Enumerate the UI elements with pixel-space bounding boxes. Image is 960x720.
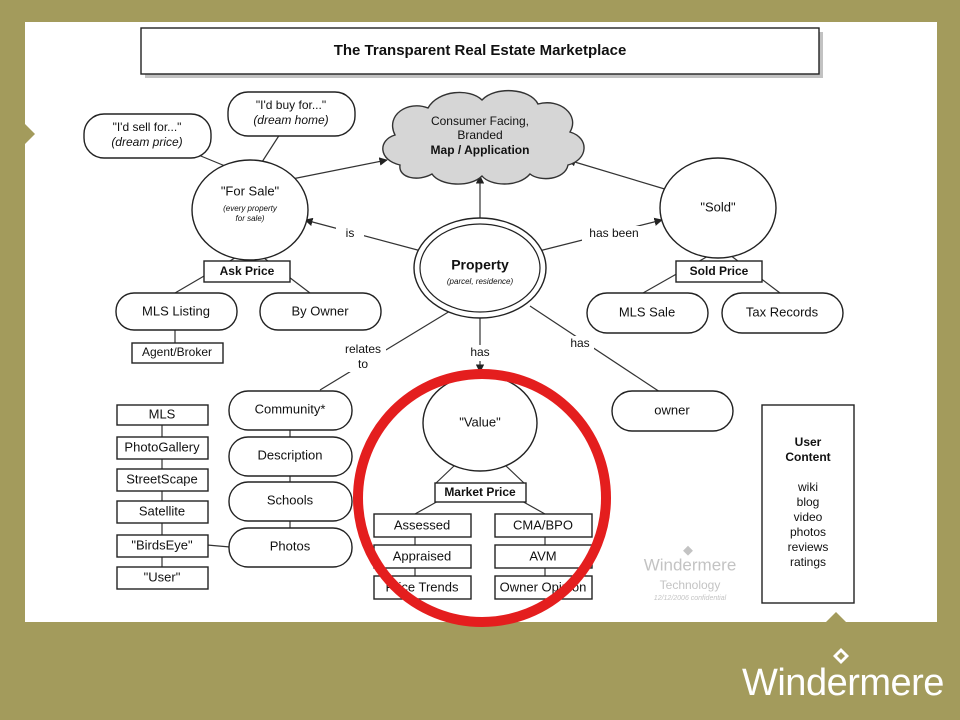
mls-listing-node: MLS Listing xyxy=(115,292,238,331)
buy-bubble: "I'd buy for..." (dream home) xyxy=(227,91,356,137)
photo-source-item: "User" xyxy=(144,569,181,584)
edge-labels: is has been relates to has has xyxy=(336,225,646,372)
edge-label-has-owner: has xyxy=(570,336,589,350)
diamond-logo-icon xyxy=(833,648,849,664)
agent-broker-node: Agent/Broker xyxy=(131,342,224,364)
market-price-label: Market Price xyxy=(444,485,516,499)
user-content-item: reviews xyxy=(788,540,829,554)
owner-label: owner xyxy=(654,402,690,417)
footer-notch xyxy=(826,612,846,622)
value-node: "Value" Market Price xyxy=(422,374,538,503)
watermark-diamond-icon xyxy=(683,545,693,556)
mls-sale-label: MLS Sale xyxy=(619,304,675,319)
community-item: Photos xyxy=(270,538,311,553)
photo-sources: MLS PhotoGallery StreetScape Satellite "… xyxy=(116,404,209,590)
community-item: Community* xyxy=(255,401,326,416)
footer-brand: Windermere xyxy=(742,648,944,708)
valuation-right: CMA/BPO AVM Owner Opinion xyxy=(494,513,593,600)
slide-notch xyxy=(25,124,35,144)
by-owner-node: By Owner xyxy=(259,292,382,331)
title-box: The Transparent Real Estate Marketplace xyxy=(140,27,823,78)
photo-source-item: MLS xyxy=(149,406,176,421)
cloud-node: Consumer Facing, Branded Map / Applicati… xyxy=(382,89,585,185)
watermark-note: 12/12/2006 confidential xyxy=(654,595,727,602)
cloud-line-3: Map / Application xyxy=(431,143,530,157)
sell-bubble: "I'd sell for..." (dream price) xyxy=(83,113,212,159)
footer-brand-name: Windermere xyxy=(742,662,944,704)
for-sale-label: "For Sale" xyxy=(221,183,280,198)
sell-bubble-line-1: "I'd sell for..." xyxy=(113,120,182,134)
highlight-ring xyxy=(353,369,611,627)
valuation-item: CMA/BPO xyxy=(513,517,573,532)
user-content-item: wiki xyxy=(797,480,818,494)
sold-label: "Sold" xyxy=(700,199,736,214)
property-sub: (parcel, residence) xyxy=(447,277,514,286)
buy-bubble-line-2: (dream home) xyxy=(253,113,328,127)
property-node: Property (parcel, residence) xyxy=(413,217,547,319)
agent-broker-label: Agent/Broker xyxy=(142,345,212,359)
edge-label-to: to xyxy=(358,357,368,371)
edge-label-has-value: has xyxy=(470,345,489,359)
buy-bubble-line-1: "I'd buy for..." xyxy=(256,98,326,112)
community-item: Schools xyxy=(267,492,314,507)
owner-node: owner xyxy=(611,390,734,432)
sold-node: "Sold" Sold Price xyxy=(659,157,777,283)
tax-records-label: Tax Records xyxy=(746,304,819,319)
edge-label-has-been: has been xyxy=(589,226,638,240)
user-content-item: blog xyxy=(797,495,820,509)
ask-price-label: Ask Price xyxy=(220,264,275,278)
photo-source-item: Satellite xyxy=(139,503,185,518)
valuation-item: Appraised xyxy=(393,548,452,563)
valuation-item: Assessed xyxy=(394,517,450,532)
for-sale-sub-1: (every property xyxy=(223,204,278,213)
property-label: Property xyxy=(451,257,509,273)
cloud-line-1: Consumer Facing, xyxy=(431,114,529,128)
valuation-item: AVM xyxy=(529,548,556,563)
mls-listing-label: MLS Listing xyxy=(142,303,210,318)
for-sale-sub-2: for sale) xyxy=(236,214,265,223)
photo-source-item: "BirdsEye" xyxy=(131,537,193,552)
sold-price-label: Sold Price xyxy=(690,264,749,278)
photo-source-item: PhotoGallery xyxy=(124,439,200,454)
watermark-brand: Windermere xyxy=(644,555,737,574)
for-sale-node: "For Sale" (every property for sale) Ask… xyxy=(191,159,309,283)
value-label: "Value" xyxy=(459,414,501,429)
user-content-item: ratings xyxy=(790,555,826,569)
user-content-title-2: Content xyxy=(785,450,830,464)
photo-source-item: StreetScape xyxy=(126,471,198,486)
community-list: Community* Description Schools Photos xyxy=(228,390,353,568)
by-owner-label: By Owner xyxy=(291,303,349,318)
user-content-item: photos xyxy=(790,525,826,539)
watermark-sub: Technology xyxy=(660,578,721,592)
sell-bubble-line-2: (dream price) xyxy=(111,135,182,149)
edge-label-relates: relates xyxy=(345,342,381,356)
diagram-title: The Transparent Real Estate Marketplace xyxy=(334,42,627,59)
edge-label-is: is xyxy=(346,226,355,240)
community-item: Description xyxy=(257,447,322,462)
user-content-box: User Content wiki blog video photos revi… xyxy=(761,404,855,604)
cloud-line-2: Branded xyxy=(457,128,502,142)
tax-records-node: Tax Records xyxy=(721,292,844,334)
watermark-logo: Windermere Technology 12/12/2006 confide… xyxy=(644,545,737,602)
mls-sale-node: MLS Sale xyxy=(586,292,709,334)
user-content-title-1: User xyxy=(795,435,822,449)
user-content-item: video xyxy=(794,510,823,524)
